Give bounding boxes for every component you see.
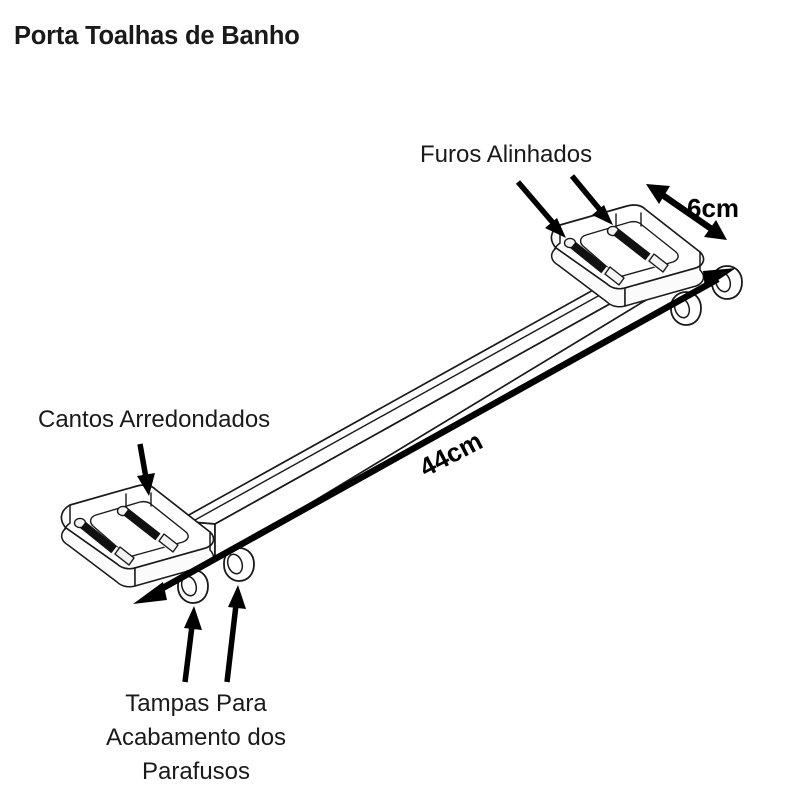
cantos-arrow-head	[137, 473, 155, 496]
dimension-length-arrowhead-right	[703, 268, 736, 289]
cap-left-2	[223, 547, 255, 582]
annotation-furos-alinhados: Furos Alinhados	[420, 141, 613, 238]
screw-left-upper	[116, 505, 179, 553]
annotation-tampas-parafusos: Tampas Para Acabamento dos Parafusos	[106, 585, 286, 785]
furos-arrow-1-line	[515, 180, 557, 226]
tampas-arrow-2-line	[224, 604, 239, 683]
annotation-furos-alinhados-label: Furos Alinhados	[420, 141, 592, 168]
annotation-tampas-line-2: Acabamento dos	[106, 724, 286, 751]
bar-top-face	[177, 278, 652, 525]
screw-right-lower	[563, 237, 625, 286]
bracket-right-front-wall	[550, 247, 626, 308]
bracket-left-front-wall	[60, 527, 136, 588]
tampas-arrow-1-head	[184, 606, 202, 630]
screw-right-lower-head	[604, 266, 625, 286]
annotation-cantos-arredondados-label: Cantos Arredondados	[38, 406, 270, 433]
furos-arrow-2-head	[592, 205, 613, 225]
screw-left-upper-shaft	[123, 508, 161, 541]
dimension-length-line	[150, 276, 720, 597]
annotation-tampas-line-1: Tampas Para	[125, 690, 267, 717]
bracket-right	[550, 204, 705, 308]
screw-right-upper	[606, 225, 669, 273]
cantos-arrow-line	[137, 443, 149, 479]
screw-left-lower	[73, 517, 135, 566]
dimension-depth-6cm: 6cm	[646, 184, 739, 240]
page-title: Porta Toalhas de Banho	[14, 22, 300, 50]
dimension-depth-line	[659, 191, 715, 233]
bracket-left	[60, 484, 215, 588]
dimension-length-arrowhead-left	[133, 582, 167, 604]
screw-right-lower-shaft	[570, 241, 607, 274]
screw-left-lower-shaft	[80, 521, 117, 554]
dimension-depth-arrowhead-top	[646, 184, 670, 204]
tampas-arrow-2-head	[228, 585, 246, 609]
screw-left-lower-head	[114, 546, 135, 566]
annotation-tampas-line-3: Parafusos	[142, 758, 250, 785]
dimension-depth-arrowhead-bottom	[704, 220, 727, 240]
furos-arrow-2-line	[569, 174, 604, 213]
tampas-arrow-1-line	[182, 625, 195, 683]
annotation-cantos-arredondados: Cantos Arredondados	[38, 406, 270, 496]
dimension-length-44cm: 44cm	[133, 268, 736, 604]
screw-right-upper-head	[648, 253, 669, 273]
bracket-right-side-wall	[624, 251, 705, 307]
screw-left-upper-head	[158, 533, 179, 553]
dimension-depth-label: 6cm	[687, 193, 739, 223]
screw-right-upper-shaft	[613, 228, 651, 261]
bar-top-crease	[185, 284, 619, 526]
furos-arrow-1-head	[545, 218, 566, 238]
